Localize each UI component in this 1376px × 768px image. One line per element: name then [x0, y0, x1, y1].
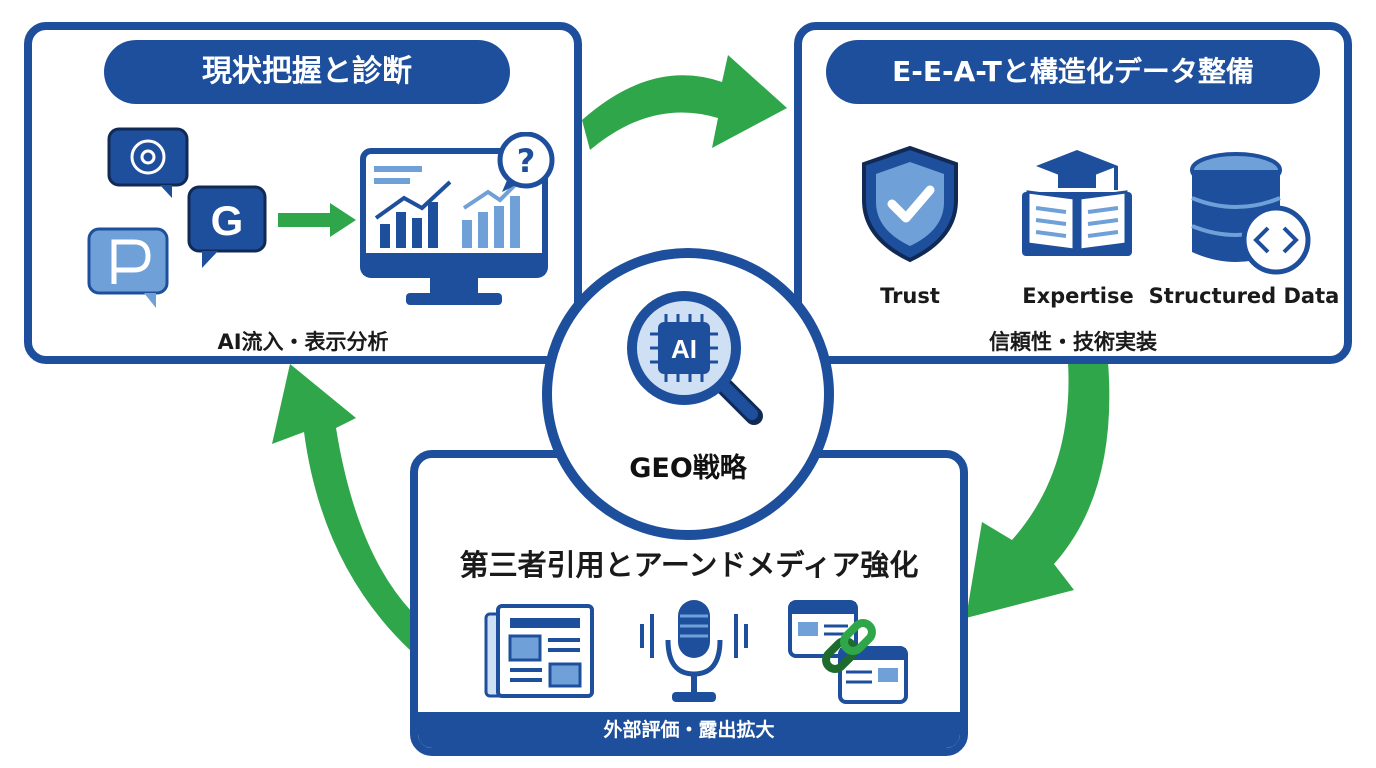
- google-icon: G: [187, 185, 267, 268]
- cycle-arrow-step2-to-step3: [966, 362, 1110, 618]
- step-diagnosis-card: 現状把握と診断 G ?: [24, 22, 582, 364]
- linked-pages-icon: [788, 600, 908, 704]
- svg-text:G: G: [211, 197, 244, 244]
- step-eeat-title: E-E-A-Tと構造化データ整備: [826, 40, 1320, 104]
- shield-check-icon: [862, 145, 958, 263]
- microphone-icon: [640, 600, 748, 702]
- expertise-label: Expertise: [1022, 284, 1134, 308]
- arrow-right-icon: [278, 203, 356, 237]
- trust-label: Trust: [880, 284, 940, 308]
- analytics-monitor-icon: [360, 148, 548, 305]
- cycle-arrow-step3-to-step1: [272, 364, 412, 652]
- book-graduation-cap-icon: [1022, 150, 1132, 256]
- step-diagnosis-caption: AI流入・表示分析: [217, 330, 389, 354]
- perplexity-icon: [87, 227, 169, 308]
- step-earned-media-title: 第三者引用とアーンドメディア強化: [459, 548, 919, 582]
- database-code-icon: [1190, 152, 1311, 275]
- chatgpt-icon: [107, 127, 189, 198]
- step-diagnosis-title: 現状把握と診断: [104, 40, 510, 104]
- step-earned-media-card: 第三者引用とアーンドメディア強化: [410, 450, 968, 756]
- question-bubble-icon: ?: [497, 132, 555, 192]
- step-earned-media-caption: 外部評価・露出拡大: [418, 712, 960, 748]
- ai-badge-text: AI: [671, 334, 697, 364]
- step-eeat-caption: 信頼性・技術実装: [989, 330, 1157, 354]
- svg-text:?: ?: [517, 142, 536, 180]
- cycle-arrow-step1-to-step2: [582, 55, 787, 150]
- step-eeat-card: E-E-A-Tと構造化データ整備 Trust Expertise Structu…: [794, 22, 1352, 364]
- newspaper-icon: [484, 604, 594, 698]
- structured-data-label: Structured Data: [1148, 284, 1340, 308]
- magnifier-ai-chip-icon: AI: [627, 291, 763, 425]
- geo-strategy-hub: AI GEO戦略: [542, 248, 834, 540]
- hub-title: GEO戦略: [629, 453, 747, 484]
